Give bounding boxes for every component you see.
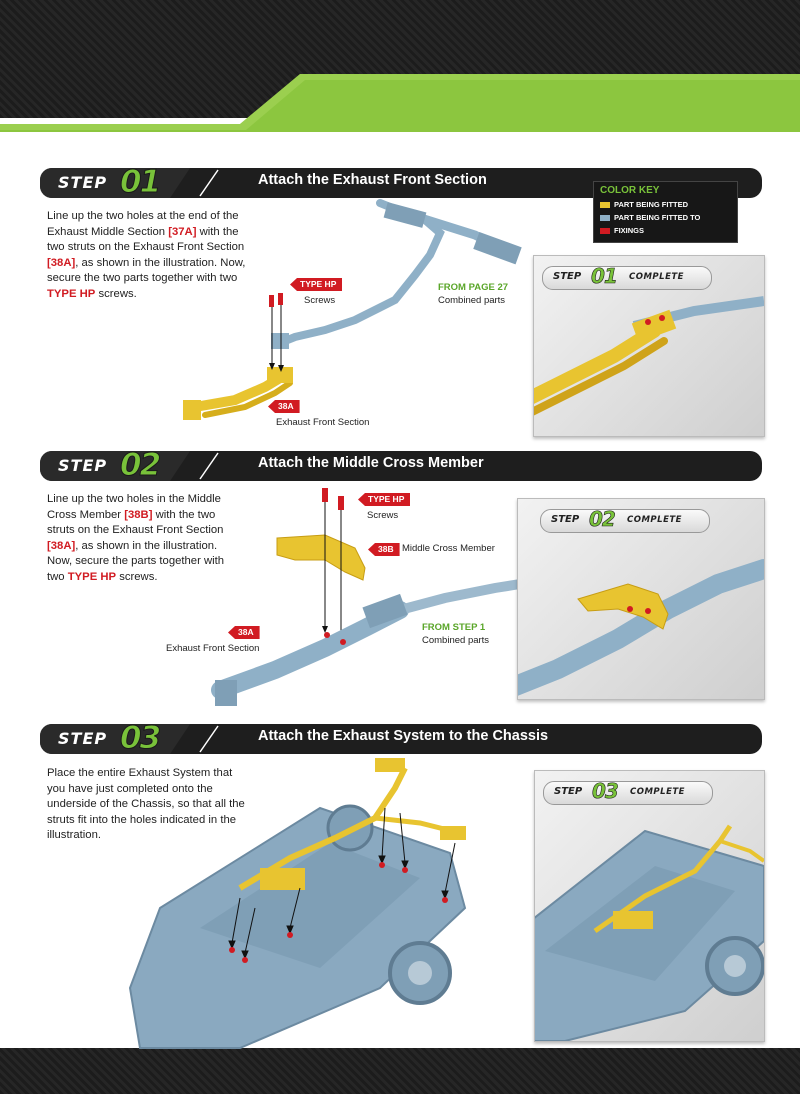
step-complete-label: STEP 03 COMPLETE [543,779,713,805]
screws-caption: Screws [367,510,399,521]
cross-member-caption: Middle Cross Member [402,543,495,554]
complete-step-number: 02 [589,507,616,532]
combined-parts-caption: Combined parts [438,295,506,306]
exhaust-front-caption: Exhaust Front Section [276,417,370,428]
color-key: COLOR KEY PART BEING FITTED PART BEING F… [593,181,738,243]
part-ref: [38A] [47,256,76,269]
step-03-header: STEP 03 Attach the Exhaust System to the… [40,720,762,757]
step-03-complete-illustration [535,824,764,1041]
text-run: Line up the two holes at the end of the … [47,210,239,238]
from-page-label: FROM PAGE 27 [438,282,509,293]
step-02-header: STEP 02 Attach the Middle Cross Member [40,447,762,484]
complete-step-word: STEP [554,786,583,797]
complete-word: COMPLETE [629,272,684,282]
step-02-complete-panel: STEP 02 COMPLETE [517,498,765,700]
yellow-swatch [600,201,610,208]
step-01-complete-illustration [534,296,764,416]
screw-ref: TYPE HP [67,570,117,583]
part-ref: [38A] [47,539,76,552]
step-02-complete-illustration [518,559,764,696]
part-ref: [38B] [124,508,153,521]
step-02-instructions: Line up the two holes in the Middle Cros… [47,492,242,585]
text-run: with the two struts on the Exhaust Front… [47,508,224,537]
step-title: Attach the Exhaust Front Section [258,172,487,188]
step-01-instructions: Line up the two holes at the end of the … [47,209,247,302]
step-word: STEP [58,729,108,748]
header-carbon-band [0,0,800,118]
step-01-exploded-illustration [183,199,522,420]
footer-carbon-band [0,1048,800,1094]
text-run: , as shown in the illustration. Now, sec… [47,256,246,285]
step-title: Attach the Exhaust System to the Chassis [258,728,549,744]
complete-word: COMPLETE [630,787,685,797]
exhaust-front-caption: Exhaust Front Section [166,643,260,654]
text-run: Line up the two holes in the Middle Cros… [47,493,221,521]
part-38b-tag: 38B [368,543,400,556]
complete-step-number: 03 [592,779,619,804]
complete-step-word: STEP [553,271,582,282]
red-swatch [600,227,610,234]
step-number: 01 [119,164,161,201]
combined-parts-caption: Combined parts [422,635,490,646]
step-word: STEP [58,173,108,192]
step-02-exploded-illustration [211,488,521,706]
step-complete-label: STEP 01 COMPLETE [542,264,712,290]
complete-word: COMPLETE [627,515,682,525]
color-key-label: PART BEING FITTED [614,200,689,209]
text-run: , as shown in the illustration. Now, sec… [47,539,225,583]
step-03-complete-panel: STEP 03 COMPLETE [534,770,765,1042]
part-38a-tag: 38A [268,400,300,413]
complete-step-word: STEP [551,514,580,525]
text-run: screws. [95,287,137,300]
step-01-header: STEP 01 Attach the Exhaust Front Section [40,164,762,201]
blue-swatch [600,214,610,221]
header-green-band [0,74,800,132]
step-number: 02 [119,447,161,484]
color-key-label: FIXINGS [614,226,645,235]
text-run: with the two struts on the Exhaust Front… [47,225,245,254]
step-word: STEP [58,456,108,475]
color-key-title: COLOR KEY [600,185,660,196]
part-38a-tag: 38A [228,626,260,639]
color-key-label: PART BEING FITTED TO [614,213,701,222]
screws-caption: Screws [304,295,336,306]
type-hp-tag: TYPE HP [290,278,343,291]
step-title: Attach the Middle Cross Member [258,455,484,471]
text-run: screws. [116,570,158,583]
complete-step-number: 01 [591,264,618,289]
color-key-item: PART BEING FITTED TO [600,213,700,222]
step-complete-label: STEP 02 COMPLETE [540,507,710,533]
color-key-item: PART BEING FITTED [600,200,688,209]
step-03-instructions: Place the entire Exhaust System that you… [47,766,247,844]
screw-ref: TYPE HP [47,287,96,300]
from-step-label: FROM STEP 1 [422,622,486,633]
color-key-item: FIXINGS [600,226,644,235]
text-run: Place the entire Exhaust System that you… [47,767,245,841]
type-hp-tag: TYPE HP [358,493,411,506]
part-ref: [37A] [168,225,197,238]
step-01-complete-panel: STEP 01 COMPLETE [533,255,765,437]
step-number: 03 [119,720,161,757]
step-03-exploded-illustration [128,758,467,1049]
